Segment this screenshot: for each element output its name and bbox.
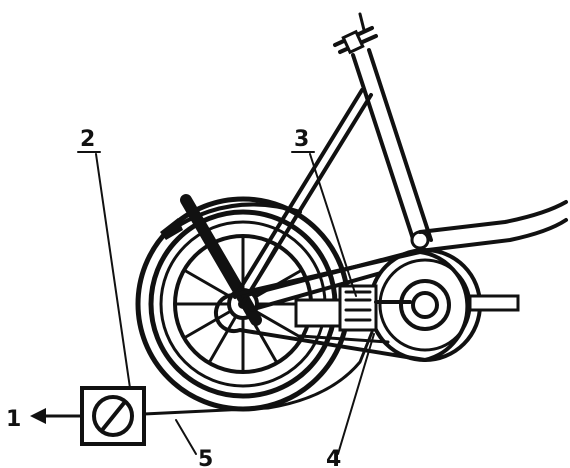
callout-3: 3 xyxy=(291,127,357,297)
callout-2-label: 2 xyxy=(80,127,95,152)
output-arrow xyxy=(30,408,84,424)
sensor-bracket xyxy=(294,284,412,344)
rear-mudguard xyxy=(160,202,302,240)
callout-1: 1 xyxy=(6,407,21,432)
callout-1-label: 1 xyxy=(6,407,21,432)
callout-4-label: 4 xyxy=(326,447,341,468)
callout-5-label: 5 xyxy=(198,447,213,468)
callout-5: 5 xyxy=(175,419,213,468)
sensor-cable xyxy=(142,330,374,416)
gauge-box xyxy=(80,386,146,446)
callout-4: 4 xyxy=(326,333,375,468)
callout-3-label: 3 xyxy=(294,127,309,152)
drive-chain xyxy=(214,250,470,362)
chainwheel xyxy=(368,248,520,362)
callout-2: 2 xyxy=(77,127,131,389)
